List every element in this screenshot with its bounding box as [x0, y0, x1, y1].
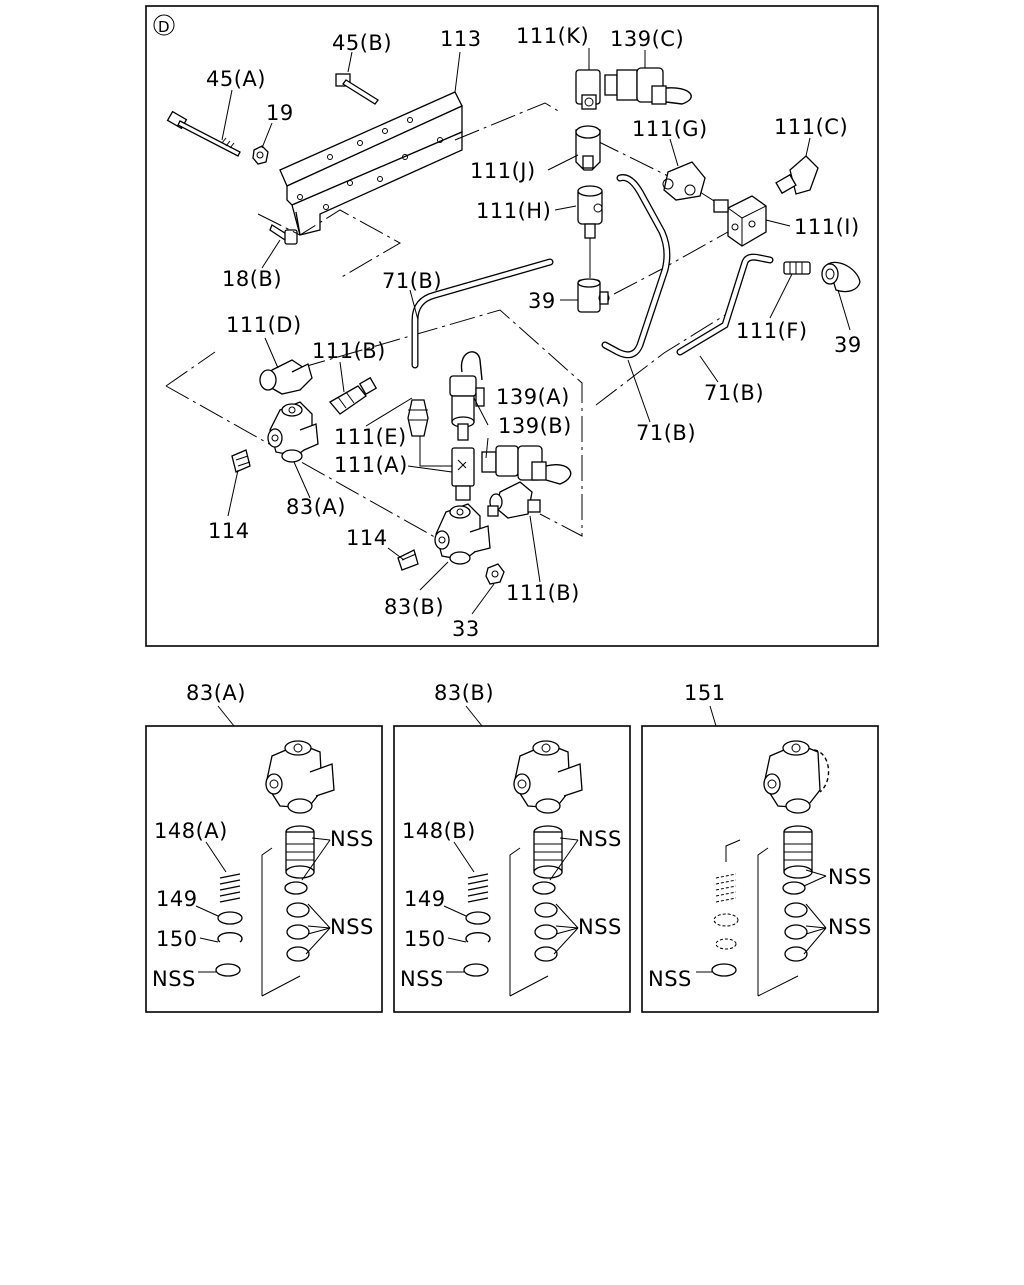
elbow-111c: [775, 155, 819, 195]
label-71b-right: 71(B): [704, 381, 764, 405]
label-111g: 111(G): [632, 117, 708, 141]
label-149-b: 149: [404, 887, 446, 911]
label-139b: 139(B): [498, 414, 572, 438]
label-114-left: 114: [208, 519, 250, 543]
label-111e: 111(E): [334, 425, 407, 449]
valve-83a: [267, 401, 319, 463]
fitting-111e: [407, 399, 429, 437]
plug-114-lower: [397, 549, 419, 571]
label-111b-lower: 111(B): [506, 581, 580, 605]
bolt-45b: [335, 73, 379, 105]
nut-33: [485, 563, 505, 585]
label-nss-b2: NSS: [578, 827, 622, 851]
pipe-71b-right: [676, 253, 774, 356]
bolt-45a: [166, 110, 241, 157]
label-111i: 111(I): [794, 215, 860, 239]
label-111d: 111(D): [226, 313, 302, 337]
label-71b-middle: 71(B): [636, 421, 696, 445]
label-nss-c2: NSS: [828, 865, 872, 889]
label-148a: 148(A): [154, 819, 228, 843]
label-71b-top: 71(B): [382, 269, 442, 293]
tee-39-upper: [577, 278, 610, 313]
label-18b: 18(B): [222, 267, 282, 291]
label-nss-b3: NSS: [578, 915, 622, 939]
label-33: 33: [452, 617, 480, 641]
label-111k: 111(K): [516, 24, 589, 48]
label-113: 113: [440, 27, 482, 51]
view-marker-letter: D: [158, 18, 170, 36]
nut-19: [252, 145, 269, 165]
label-nss-c3: NSS: [828, 915, 872, 939]
label-nss-a3: NSS: [330, 915, 374, 939]
valve-83b: [434, 503, 491, 565]
label-83a-main: 83(A): [286, 495, 346, 519]
label-nss-c1: NSS: [648, 967, 692, 991]
plug-114-left: [231, 449, 251, 473]
label-150-b: 150: [404, 927, 446, 951]
label-45b: 45(B): [332, 31, 392, 55]
elbow-111d: [259, 359, 313, 395]
label-139a: 139(A): [496, 385, 570, 409]
panel-title-83a: 83(A): [186, 681, 246, 705]
elbow-111b-lower: [487, 481, 541, 519]
label-39-upper: 39: [528, 289, 556, 313]
switch-139b: [481, 445, 572, 485]
alignment-line: [613, 227, 736, 295]
label-111h: 111(H): [476, 199, 551, 223]
assembly-line: [419, 436, 452, 467]
label-83b-main: 83(B): [384, 595, 444, 619]
label-149-a: 149: [156, 887, 198, 911]
label-39-right: 39: [834, 333, 862, 357]
label-111f: 111(F): [736, 319, 808, 343]
view-marker-d: D: [153, 14, 175, 36]
label-150-a: 150: [156, 927, 198, 951]
block-111i: [713, 195, 767, 247]
tee-111g: [662, 161, 706, 201]
label-148b: 148(B): [402, 819, 476, 843]
pipe-71b-left: [411, 258, 554, 369]
fitting-111b-upper: [329, 376, 378, 415]
alignment-line: [257, 209, 402, 279]
panel-title-151: 151: [684, 681, 726, 705]
detail-panel-83b: 83(B) 148(B) 149 150 NSS NSS NSS: [393, 681, 631, 1013]
panel-title-83b: 83(B): [434, 681, 494, 705]
label-111b-upper: 111(B): [312, 339, 386, 363]
alignment-line: [165, 351, 441, 541]
label-111a: 111(A): [334, 453, 408, 477]
label-19: 19: [266, 101, 294, 125]
bracket-113: [279, 91, 463, 236]
label-nss-a2: NSS: [330, 827, 374, 851]
label-nss-b1: NSS: [400, 967, 444, 991]
label-114-lower: 114: [346, 526, 388, 550]
label-139c: 139(C): [610, 27, 684, 51]
fitting-111f: [783, 261, 811, 275]
switch-139c: [604, 67, 692, 105]
bolt-18b: [269, 224, 298, 245]
pipe-71b-middle: [601, 174, 671, 359]
connector-111h: [577, 185, 603, 239]
label-45a: 45(A): [206, 67, 266, 91]
alignment-line: [594, 139, 723, 207]
banjo-39-right: [821, 261, 861, 293]
main-labels: 45(B) 113 111(K) 139(C) 45(A) 19 111(G) …: [206, 24, 862, 641]
switch-139a: [449, 351, 485, 441]
main-leader-lines: [221, 48, 851, 615]
alignment-line: [299, 309, 583, 537]
alignment-line: [454, 102, 561, 141]
main-detail-frame: [145, 5, 879, 647]
label-nss-a1: NSS: [152, 967, 196, 991]
connector-111k: [575, 69, 601, 110]
alignment-line: [595, 311, 731, 406]
fitting-111a: [451, 447, 475, 501]
connector-111j: [575, 125, 601, 171]
label-111c: 111(C): [774, 115, 848, 139]
detail-panel-83a: 83(A) 148(A) 149 150 NSS NSS NSS: [145, 681, 383, 1013]
label-111j: 111(J): [470, 159, 536, 183]
detail-panel-151: 151 NSS NSS NSS: [641, 681, 879, 1013]
